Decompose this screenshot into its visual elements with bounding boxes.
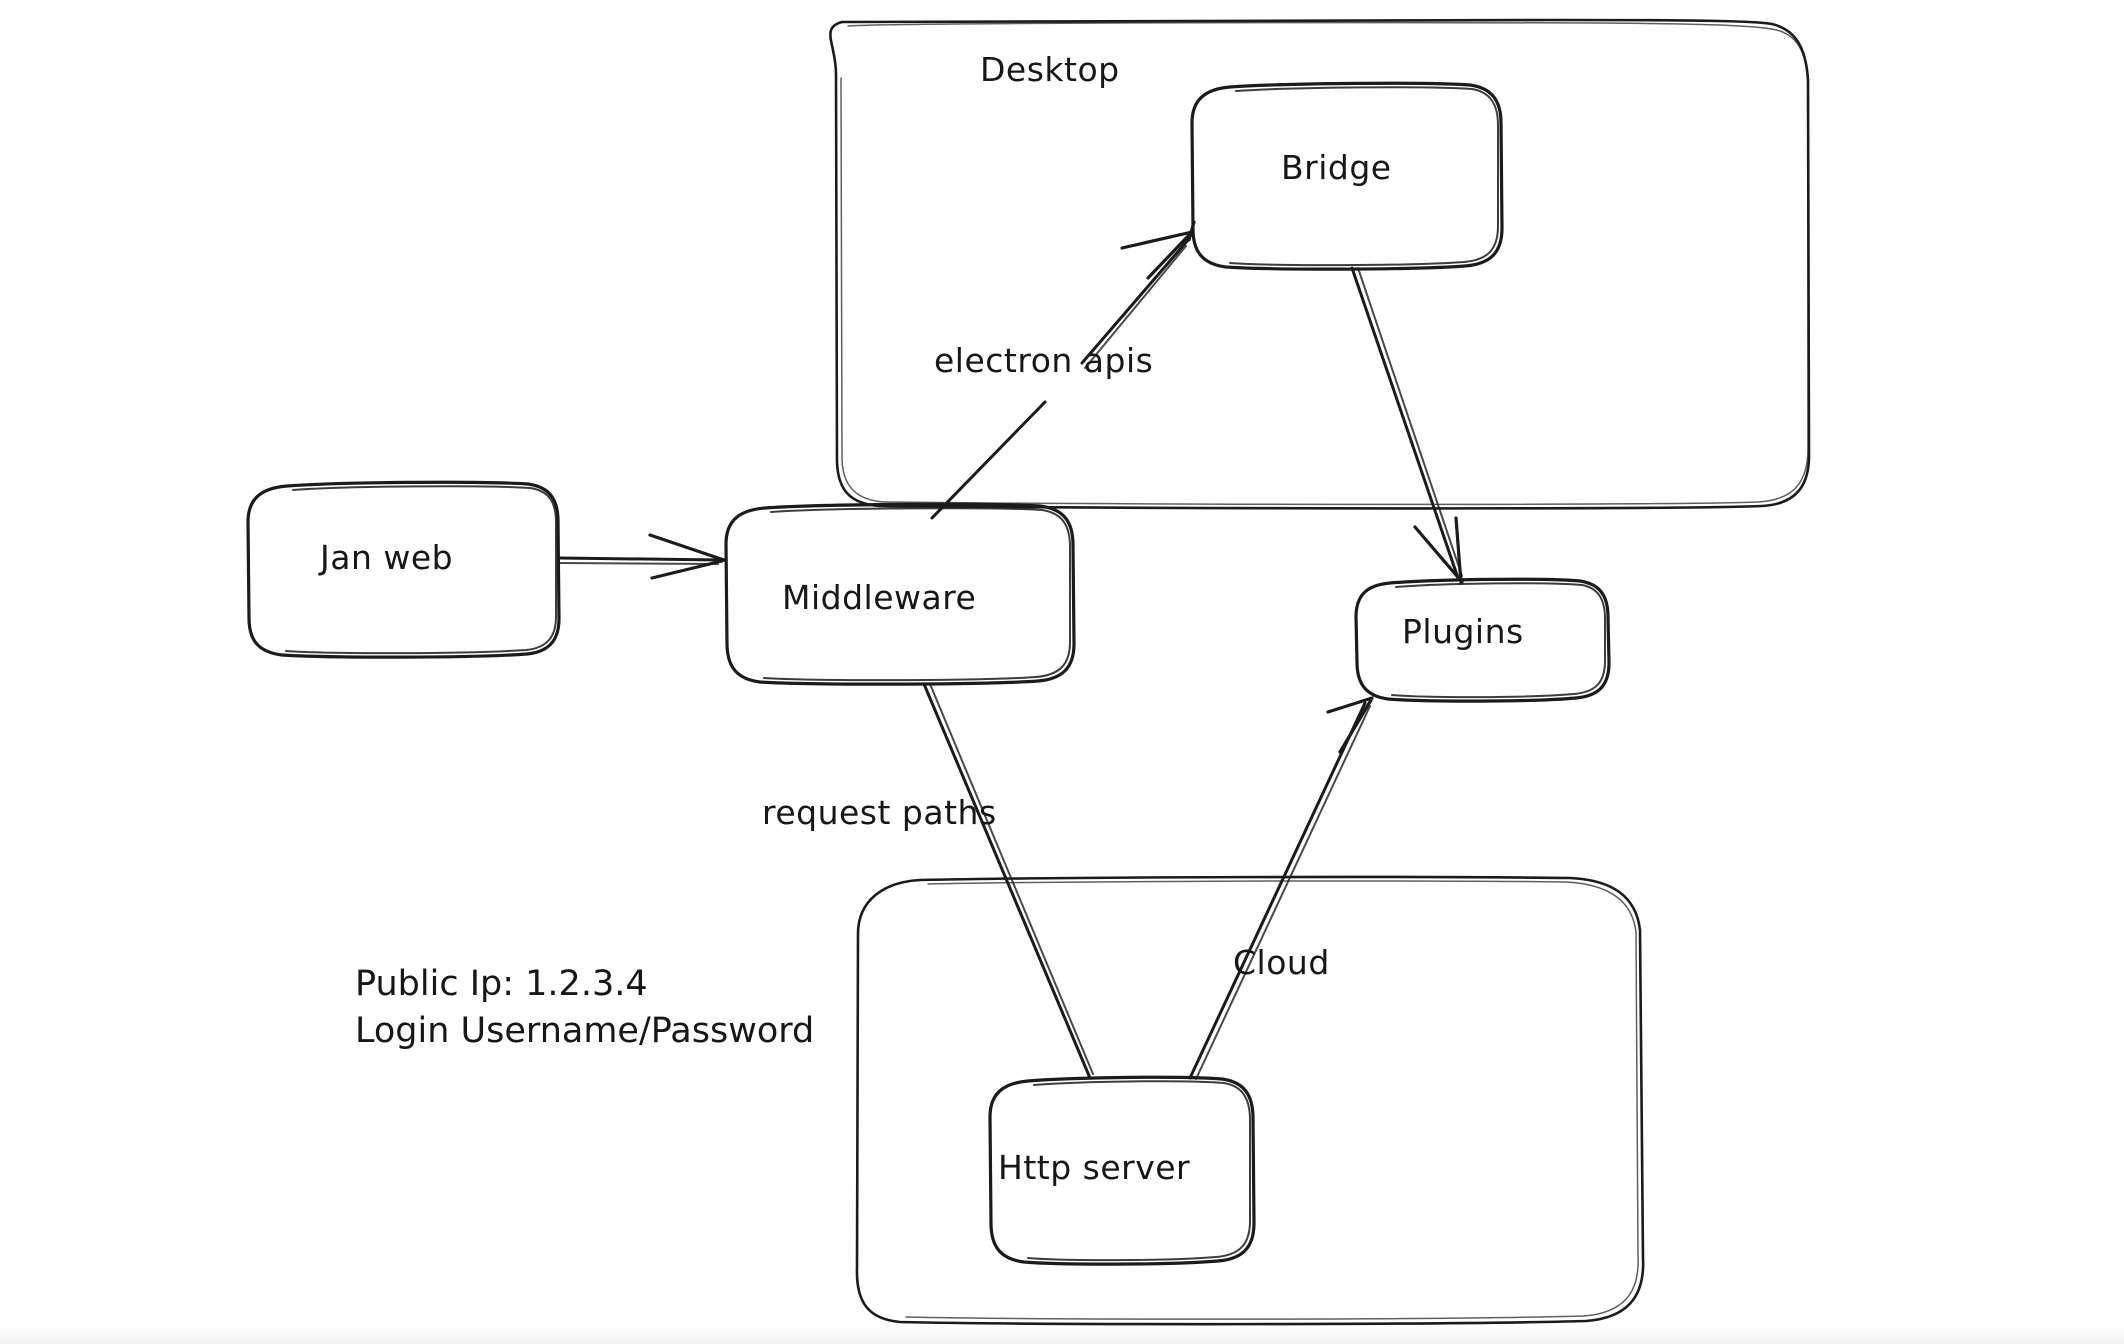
container-cloud-outline — [855, 875, 1645, 1326]
container-desktop-outline — [829, 18, 1811, 510]
note-login: Login Username/Password — [355, 1010, 815, 1051]
container-label-desktop: Desktop — [980, 50, 1120, 89]
node-label-middleware: Middleware — [782, 578, 977, 617]
node-http-server-outline — [988, 1075, 1256, 1266]
bottom-edge-strip — [0, 1326, 2124, 1344]
edge-httpserver-plugins — [1188, 696, 1374, 1080]
edge-middleware-bridge — [930, 220, 1196, 520]
node-label-bridge: Bridge — [1281, 148, 1392, 187]
node-label-plugins: Plugins — [1402, 612, 1524, 651]
edge-janweb-middleware — [558, 533, 726, 580]
edge-middleware-httpserver — [922, 682, 1094, 1080]
notes-block: Public Ip: 1.2.3.4 Login Username/Passwo… — [355, 961, 814, 1055]
edge-bridge-plugins — [1350, 266, 1464, 585]
node-label-http-server: Http server — [998, 1148, 1191, 1187]
edge-label-request-paths: request paths — [762, 793, 997, 832]
edge-label-electron-apis: electron apis — [934, 341, 1154, 380]
node-plugins-outline — [1354, 577, 1611, 703]
node-middleware-outline — [724, 502, 1076, 686]
container-label-cloud: Cloud — [1233, 943, 1330, 982]
note-public-ip: Public Ip: 1.2.3.4 — [355, 964, 648, 1004]
node-label-jan-web: Jan web — [320, 538, 454, 577]
node-jan-web-outline — [246, 480, 561, 659]
